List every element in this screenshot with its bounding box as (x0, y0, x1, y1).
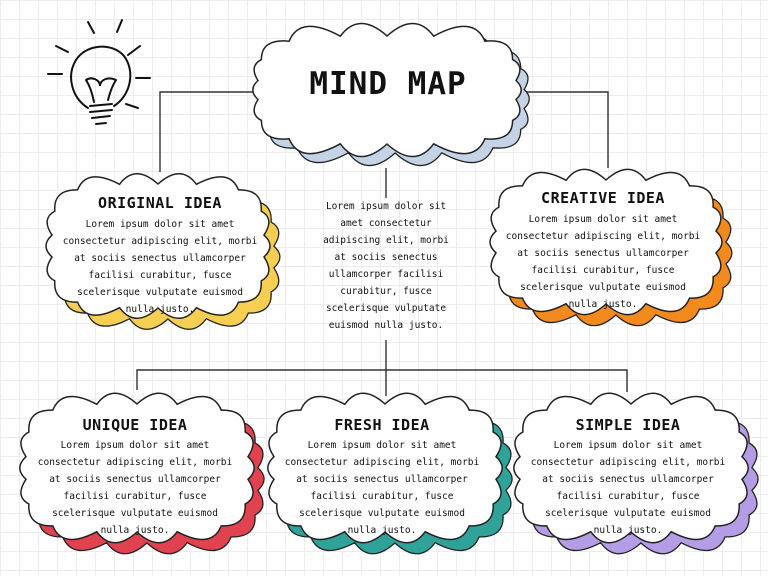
node-fresh-text: Lorem ipsum dolor sit amet consectetur a… (284, 440, 480, 536)
connector-creative (515, 91, 609, 168)
page-title: MIND MAP (309, 66, 467, 102)
node-simple-cloud (513, 392, 759, 555)
node-original-cloud (45, 172, 281, 330)
node-simple-text: Lorem ipsum dolor sit amet consectetur a… (530, 440, 726, 536)
center-text: Lorem ipsum dolor sit amet consectetur a… (323, 201, 449, 331)
connectors (136, 91, 628, 396)
node-creative-cloud-body (489, 168, 723, 316)
node-fresh-cloud (267, 392, 513, 555)
lightbulb-icon (47, 19, 151, 125)
node-original-cloud-body (45, 172, 271, 320)
title-cloud-body (252, 22, 522, 158)
connector-bottom-bar (136, 369, 628, 392)
node-simple-cloud-body (513, 392, 749, 544)
node-unique-text: Lorem ipsum dolor sit amet consectetur a… (37, 440, 233, 536)
connector-original (159, 91, 270, 172)
title-cloud (252, 22, 530, 167)
node-unique-cloud (19, 392, 265, 555)
node-fresh-title: FRESH IDEA (334, 416, 430, 434)
node-unique-title: UNIQUE IDEA (82, 416, 188, 434)
node-fresh-cloud-body (267, 392, 503, 544)
node-simple-title: SIMPLE IDEA (575, 416, 681, 434)
node-creative-title: CREATIVE IDEA (541, 189, 665, 207)
node-creative-text: Lorem ipsum dolor sit amet consectetur a… (505, 214, 701, 310)
node-unique-cloud-body (19, 392, 255, 544)
node-original-title: ORIGINAL IDEA (98, 194, 222, 212)
node-original-text: Lorem ipsum dolor sit amet consectetur a… (62, 219, 258, 315)
node-creative-cloud (489, 168, 733, 327)
